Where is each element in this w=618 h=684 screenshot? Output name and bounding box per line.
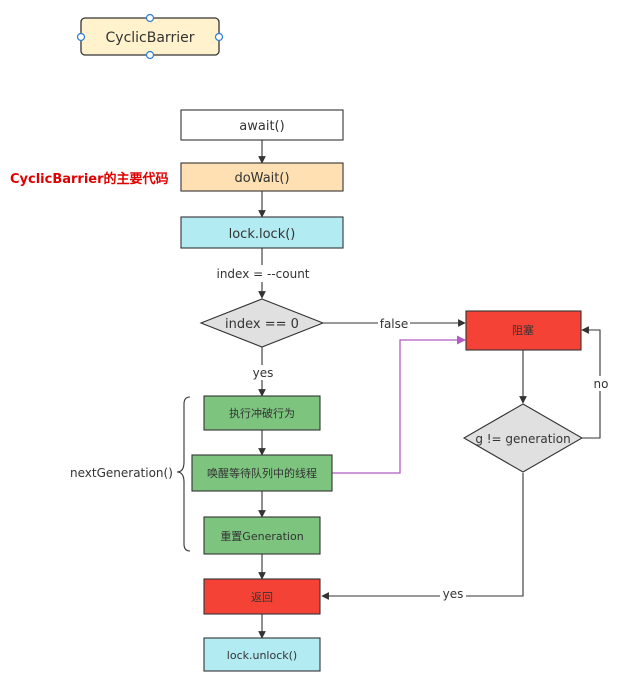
svg-text:yes: yes (253, 366, 274, 380)
wake-waiting-threads-node[interactable]: 唤醒等待队列中的线程 (191, 454, 333, 492)
edge-wake-to-block (332, 335, 466, 474)
edge-label-no: no (591, 376, 611, 391)
edge-label-yes-2: yes (440, 587, 466, 602)
svg-text:重置Generation: 重置Generation (220, 529, 303, 543)
edge-label-yes-1: yes (250, 365, 276, 380)
svg-text:执行冲破行为: 执行冲破行为 (229, 406, 295, 420)
selection-handle-bottom[interactable] (145, 50, 155, 60)
reset-generation-node[interactable]: 重置Generation (203, 516, 321, 555)
svg-text:doWait(): doWait() (234, 171, 289, 186)
svg-text:lock.unlock(): lock.unlock() (227, 649, 297, 662)
dowait-node[interactable]: doWait() (180, 162, 344, 192)
selection-handle-top[interactable] (145, 13, 155, 23)
selection-handle-left[interactable] (76, 32, 86, 42)
svg-text:index == 0: index == 0 (225, 317, 299, 332)
unlock-node[interactable]: lock.unlock() (203, 637, 321, 672)
edge-yes-to-return (321, 473, 524, 600)
svg-text:yes: yes (443, 587, 464, 601)
next-generation-brace (176, 396, 191, 552)
generation-check-decision[interactable]: g != generation (462, 403, 584, 473)
block-node[interactable]: 阻塞 (465, 310, 582, 351)
svg-text:唤醒等待队列中的线程: 唤醒等待队列中的线程 (207, 466, 317, 480)
svg-text:阻塞: 阻塞 (512, 323, 534, 337)
break-action-node[interactable]: 执行冲破行为 (203, 395, 321, 431)
title-node-label: CyclicBarrier (106, 30, 195, 46)
edge-label-false: false (378, 316, 410, 331)
svg-text:false: false (380, 317, 409, 331)
next-generation-label: nextGeneration() (70, 466, 173, 480)
svg-text:no: no (594, 377, 609, 391)
svg-text:await(): await() (239, 119, 284, 134)
main-code-annotation: CyclicBarrier的主要代码 (10, 171, 169, 187)
lock-node[interactable]: lock.lock() (180, 216, 344, 249)
index-zero-decision[interactable]: index == 0 (199, 298, 325, 348)
await-node[interactable]: await() (180, 109, 344, 141)
svg-text:返回: 返回 (251, 591, 273, 604)
svg-text:lock.lock(): lock.lock() (229, 227, 296, 242)
edge-label-count: index = --count (214, 265, 314, 282)
svg-text:g != generation: g != generation (475, 432, 570, 446)
cyclicbarrier-title-node[interactable]: CyclicBarrier (76, 13, 224, 60)
selection-handle-right[interactable] (214, 32, 224, 42)
return-node[interactable]: 返回 (203, 578, 321, 615)
svg-text:index = --count: index = --count (216, 267, 309, 281)
